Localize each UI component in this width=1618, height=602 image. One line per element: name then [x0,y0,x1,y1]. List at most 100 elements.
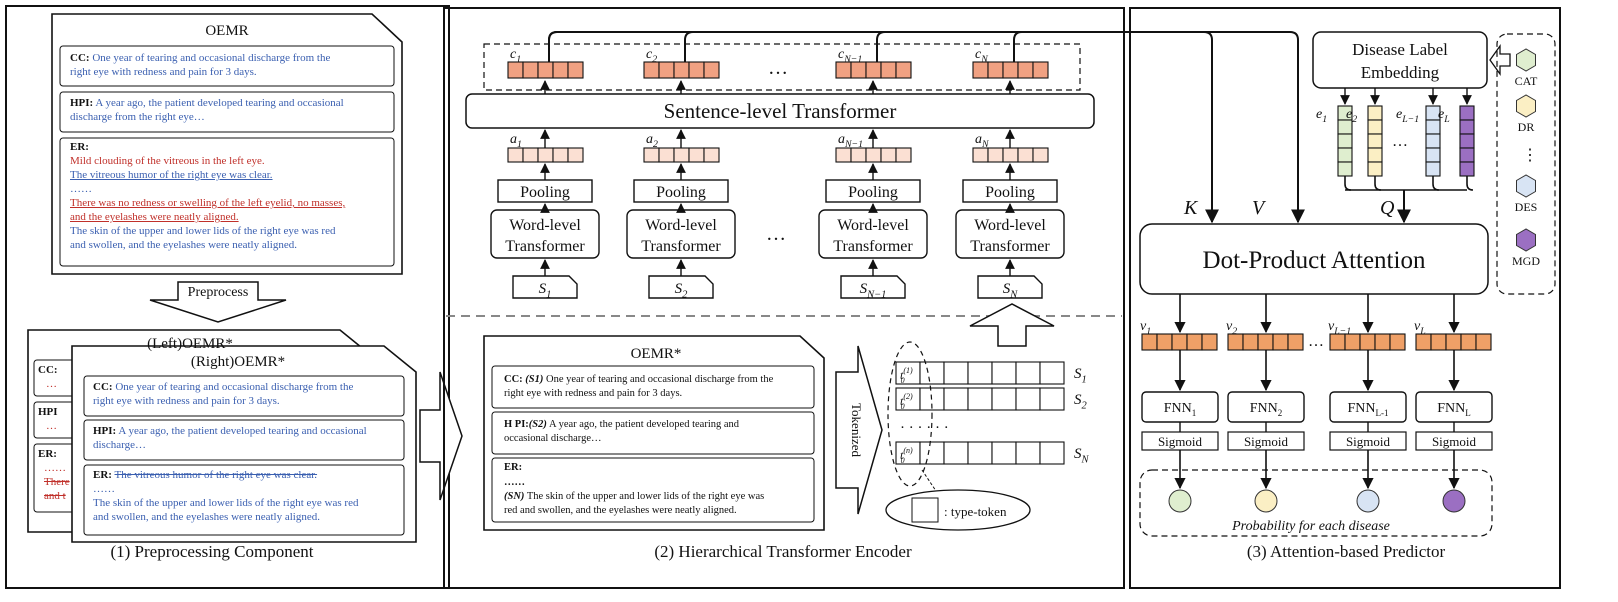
pooling-label: Pooling [520,184,570,201]
a-vector-cell [567,147,584,163]
fnn-label: FNN1 [1164,401,1197,418]
v-vector-cell [1389,333,1406,351]
e-vector-cell [1459,161,1475,177]
e-label: e1 [1316,107,1327,125]
token-row-cell [967,361,993,385]
v-vector [1141,333,1218,351]
oemr-star-title: OEMR* [631,346,682,362]
token-label: t(1)0 [900,366,913,385]
e-vector-cell [1425,119,1441,135]
oemr-star-cc-box [491,365,815,409]
tokenized-label: Tokenized [849,403,864,457]
token-row-cell [967,387,993,411]
a-vector-cell [673,147,690,163]
oemr-hpi-box [59,91,395,133]
oemr-star-er-box [491,457,815,523]
c-label: cN−1 [838,47,862,65]
attention-label: Dot-Product Attention [1203,247,1426,274]
right-er-dots: …… [93,483,115,495]
token-row-cell [967,441,993,465]
token-row-cell [1015,387,1041,411]
token-row-cell [991,387,1017,411]
oemr-er-label: ER: [70,141,89,153]
oemr-title: OEMR [205,23,248,39]
oemr-er-blue-2: The skin of the upper and lower lids of … [70,225,336,237]
a-vector-cell [880,147,897,163]
token-row [895,361,1065,385]
c-vector-cell [567,61,584,79]
token-row-cell [1039,441,1065,465]
oemr-star-er-text: (SN) The skin of the upper and lower lid… [504,491,765,502]
v-vector-cell [1359,333,1376,351]
a-vector-cell [522,147,539,163]
v-label: vL [1414,319,1426,337]
a-vector-cell [1032,147,1049,163]
token-row-cell [1015,441,1041,465]
v-vector [1227,333,1304,351]
e-vector [1459,105,1475,177]
c-vector-cell [537,61,554,79]
a-vector-cell [552,147,569,163]
e-vector-cell [1425,133,1441,149]
c-vector-cell [552,61,569,79]
k-line [1203,31,1219,224]
c-vector-cell [865,61,882,79]
e-merge [1374,176,1382,191]
token-row-cell [919,361,945,385]
probability-circle [1168,489,1192,513]
token-label: t(n)0 [900,446,913,465]
type-token-text: : type-token [944,504,1007,519]
token-row-cell [943,387,969,411]
right-er-text-2: The skin of the upper and lower lids of … [93,497,359,509]
left-hpi-value: … [46,420,57,432]
caption-panel2: (2) Hierarchical Transformer Encoder [654,542,912,561]
v-vector-cell [1257,333,1274,351]
probability-circle [1442,489,1466,513]
sentence-transformer-box [465,93,1095,129]
v-vector-cell [1287,333,1304,351]
e-vector-cell [1337,119,1353,135]
panel1-to-panel2-arrow [419,371,463,501]
v-vector-cell [1445,333,1462,351]
token-row-cell [943,441,969,465]
v-vector-cell [1430,333,1447,351]
panel-predictor [1129,7,1561,589]
e-vector-cell [1367,161,1383,177]
c-vector-group [483,43,1081,91]
oemr-cc-text-2: right eye with redness and pain for 3 da… [70,66,257,78]
c-vector-cell [895,61,912,79]
probability-circle [1356,489,1380,513]
oemr-er-red-3: and the eyelashes were neatly aligned. [70,211,239,223]
v-label: v2 [1226,319,1237,337]
right-oemr-document [71,345,417,543]
embedding-label-line1: Disease Label [1352,40,1448,59]
oemr-star-er-text-2: red and swollen, and the eyelashes were … [504,505,737,516]
type-token-legend [885,489,1031,531]
c-vector [835,61,912,79]
a-vector-cell [1017,147,1034,163]
a-vector [972,147,1049,163]
token-row-cell [1015,361,1041,385]
v-vector [1415,333,1492,351]
oemr-hpi-text: HPI: A year ago, the patient developed t… [70,97,344,109]
fnn-label: FNN2 [1250,401,1283,418]
v-label: vL−1 [1328,319,1351,337]
tokenized-arrow [835,345,883,515]
s-box [648,275,714,299]
left-er-value-3: and t [44,490,66,502]
c-vector-cell [522,61,539,79]
left-er-label: ER: [38,448,57,460]
kv-tap [876,31,886,62]
legend-label-mgd: MGD [1512,254,1540,268]
e-ellipsis: … [1392,133,1408,150]
tokenize-up-arrow [969,303,1055,347]
probability-circle [1254,489,1278,513]
v-vector-cell [1171,333,1188,351]
e-vector-cell [1425,161,1441,177]
v-label: v1 [1140,319,1151,337]
token-label: t(2)0 [900,392,913,411]
a-vector-cell [1002,147,1019,163]
c-vector [643,61,720,79]
a-vector-cell [658,147,675,163]
a-vector-cell [865,147,882,163]
